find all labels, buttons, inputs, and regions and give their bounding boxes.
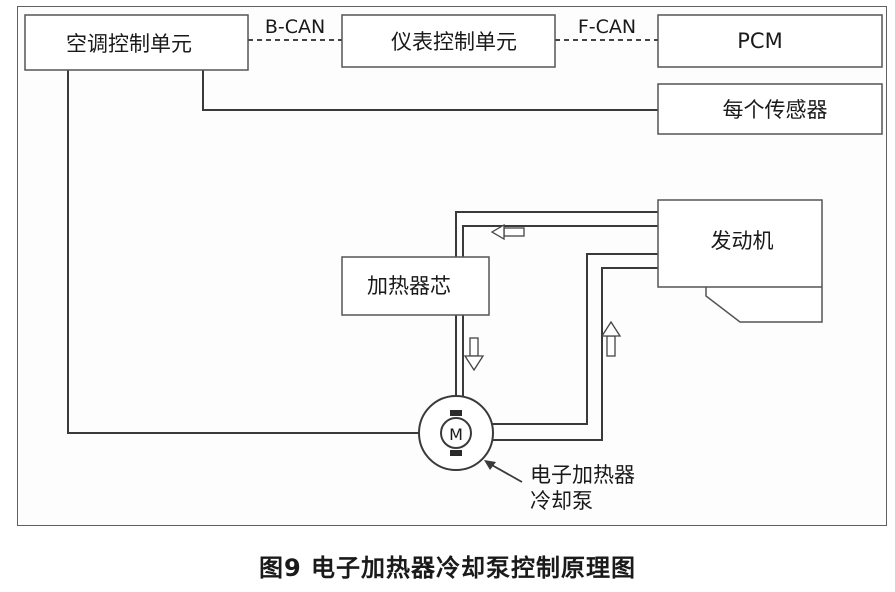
- b-can-label: B-CAN: [265, 16, 325, 38]
- engine-box: [657, 199, 823, 323]
- pump-label-line2: 冷却泵: [530, 489, 593, 513]
- motor-icon: [440, 417, 472, 449]
- flow-arrow-up-icon: [600, 320, 622, 357]
- sensors-label: 每个传感器: [723, 98, 828, 122]
- motor-symbol: M: [449, 425, 463, 444]
- sensors-box: [657, 83, 883, 135]
- pump-leader-arrowhead-icon: [484, 460, 496, 470]
- coolant-pipe-inner-right: [490, 253, 658, 425]
- ac-control-unit-box: [24, 14, 249, 71]
- instrument-control-unit-box: [341, 14, 556, 68]
- flow-arrow-down-icon: [463, 337, 485, 372]
- pump-control-line: [67, 70, 420, 434]
- heater-core-label: 加热器芯: [367, 274, 451, 298]
- engine-label: 发动机: [711, 229, 774, 253]
- heater-core-box: [341, 256, 490, 316]
- pump-label-line1: 电子加热器: [530, 463, 635, 487]
- flow-arrow-left-icon: [490, 223, 525, 241]
- pump-leader-line: [489, 463, 523, 483]
- coolant-pipe-outer-left: [455, 211, 658, 400]
- instrument-control-unit-label: 仪表控制单元: [391, 30, 517, 54]
- figure-caption: 图9 电子加热器冷却泵控制原理图: [258, 554, 637, 582]
- f-can-label: F-CAN: [578, 16, 636, 38]
- sensor-signal-line: [202, 70, 658, 111]
- ac-control-unit-label: 空调控制单元: [66, 32, 192, 56]
- motor-brush-bottom: [450, 450, 462, 456]
- motor-brush-top: [450, 410, 462, 416]
- pcm-box: [657, 14, 883, 68]
- coolant-pipe-outer-right: [486, 267, 658, 441]
- pcm-label: PCM: [737, 29, 782, 53]
- coolant-pipe-inner-left: [462, 225, 658, 400]
